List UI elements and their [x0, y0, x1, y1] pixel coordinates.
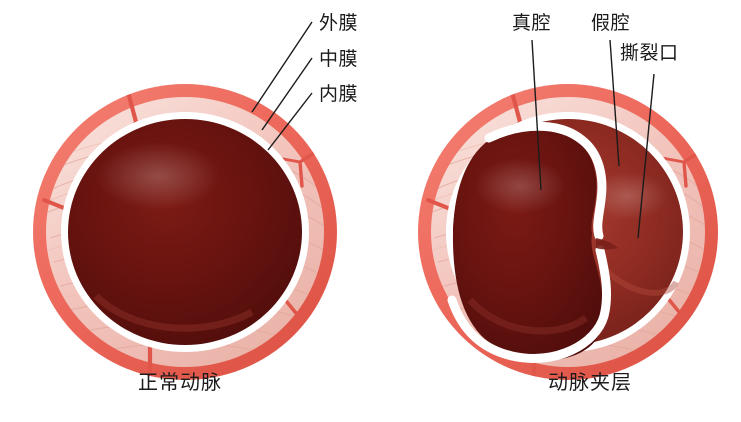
true-lumen-highlight: [474, 158, 566, 214]
intimal-flap-upper: [484, 121, 607, 241]
label-media: 中膜: [319, 48, 359, 70]
lumen-highlight: [96, 142, 220, 210]
tear-opening: [596, 238, 618, 250]
leader-line-false-lumen: [609, 39, 620, 167]
false-lumen-highlight: [588, 172, 668, 220]
intimal-flap-lower: [447, 245, 612, 363]
label-intima: 内膜: [319, 83, 359, 105]
dissection-figure: [418, 39, 718, 380]
leader-lines-left: [251, 21, 313, 151]
leader-line-intima: [267, 92, 313, 151]
label-true-lumen: 真腔: [512, 12, 552, 34]
false-lumen-shading: [601, 265, 679, 296]
label-false-lumen: 假腔: [591, 12, 631, 34]
true-lumen-shading: [467, 297, 589, 335]
leader-line-adventitia: [251, 21, 313, 113]
normal-artery-figure: [33, 21, 337, 380]
lumen-inner-shading: [93, 293, 254, 332]
leader-line-tear: [637, 73, 655, 239]
label-tear: 撕裂口: [620, 42, 679, 64]
leader-lines-right: [531, 39, 655, 239]
caption-normal-artery: 正常动脉: [138, 370, 222, 394]
caption-aortic-dissection: 动脉夹层: [548, 370, 632, 394]
leader-line-media: [261, 57, 313, 131]
leader-line-true-lumen: [531, 39, 542, 191]
label-adventitia: 外膜: [319, 12, 359, 34]
